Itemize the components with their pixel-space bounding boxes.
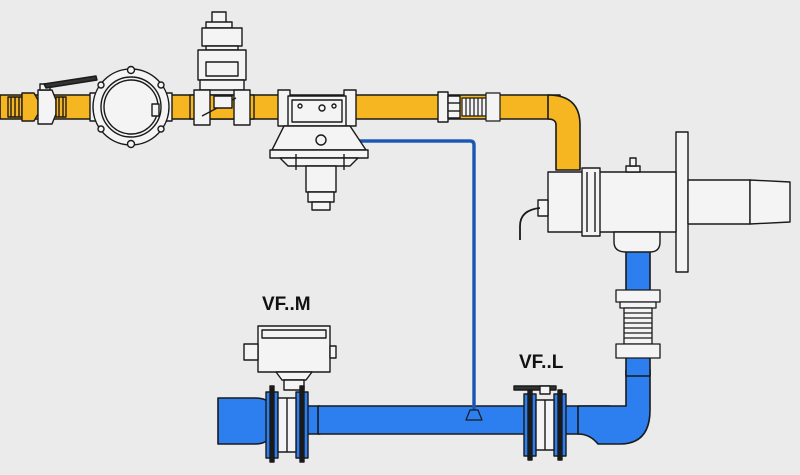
burner-nozzle bbox=[749, 179, 791, 225]
air-elbow-up bbox=[577, 369, 651, 445]
gas-compensator bbox=[461, 92, 501, 122]
air-compensator bbox=[615, 289, 661, 359]
gas-union bbox=[437, 91, 461, 123]
pressure-regulator bbox=[269, 89, 369, 211]
valve-vf-m bbox=[243, 325, 337, 463]
air-main-pipe bbox=[317, 405, 551, 435]
gas-elbow-down bbox=[547, 94, 581, 171]
ball-valve bbox=[7, 75, 98, 125]
air-riser-upper bbox=[625, 245, 651, 295]
burner-body bbox=[547, 171, 677, 233]
valve-vf-l bbox=[513, 385, 567, 461]
impulse-line bbox=[322, 139, 476, 416]
valve-vf-l-label: VF..L bbox=[519, 352, 564, 373]
solenoid-valve bbox=[189, 11, 255, 126]
ignition-cable bbox=[519, 207, 541, 240]
valve-vf-m-label: VF..M bbox=[262, 294, 311, 315]
burner bbox=[519, 131, 791, 273]
gas-filter-body bbox=[89, 65, 173, 149]
air-riser-lower bbox=[625, 355, 651, 377]
burner-mounting-flange bbox=[675, 131, 689, 273]
ball-valve-handle bbox=[43, 75, 98, 89]
impulse-tap bbox=[465, 409, 483, 421]
